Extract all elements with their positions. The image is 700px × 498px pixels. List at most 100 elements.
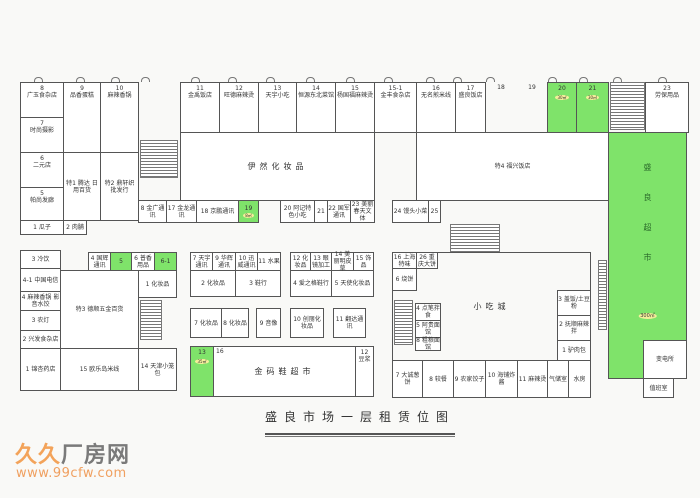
shop-unit[interactable]: 14 美丽明皮草 [331,251,354,272]
shop-unit[interactable]: 7 化妆品 [190,308,222,338]
shop-unit[interactable]: 2 抚顺麻辣拌 [557,315,591,341]
shop-unit[interactable]: 21 [314,200,328,223]
shop-unit[interactable]: 23 美丽春天文体 [350,200,375,223]
shop-unit[interactable]: 3 盖饭/土豆粉 [557,290,591,316]
unit-name: 劳保用品 [654,92,679,99]
shop-unit[interactable]: 16 上海特味 [392,252,417,269]
shop-unit[interactable]: 11 翻达通讯 [333,308,366,338]
shop-unit[interactable]: 7 大诚葱饼 [392,360,423,398]
shop-unit[interactable]: 10 迅威通讯 [235,252,258,271]
shop-unit[interactable]: 24 馒头小菜 [392,200,429,223]
shop-unit[interactable]: 2 肉脯 [63,220,87,235]
shop-unit[interactable]: 伊然化妆品 [180,132,375,201]
unit-number: 8 [429,375,433,383]
shop-unit[interactable]: 8 较餐 [422,360,454,398]
unit-number: 1 [25,366,30,373]
shop-unit[interactable]: 6-1 [154,252,177,271]
shop-unit[interactable]: 值班室 [643,378,674,398]
shop-unit[interactable]: 26 重庆大饼 [416,252,438,269]
shop-unit[interactable]: 12 化妆品 [290,252,311,271]
shop-unit[interactable]: 1 化妆品 [138,270,177,298]
shop-unit[interactable]: 14 天津小笼包 [138,348,177,391]
shop-unit[interactable]: 特1 腾达 日用百货 [63,152,101,221]
shop-unit[interactable]: 特3 德顺五金百货 [60,270,139,349]
shop-unit[interactable]: 13 眼镜加工 [310,252,332,271]
unit-label: 3 冷饮 [32,256,50,263]
shop-unit[interactable]: 9 农家饺子 [453,360,486,398]
shop-unit[interactable]: 8 粗粮面馆 [415,337,441,351]
shop-unit[interactable]: 18 京鹏通讯 [196,200,239,223]
unit-number: 4 [293,280,297,287]
shop-unit[interactable]: 15 欧乐岛米线 [60,348,139,391]
area-badge: 30㎡ [585,95,600,100]
shop-unit[interactable]: 1 瓜子 [20,220,64,235]
unit-label: 23 美丽春天文体 [351,201,374,222]
shop-unit[interactable]: 4 点笔拌食 [415,303,441,321]
shop-unit[interactable]: 8 金广通讯 [138,200,167,223]
shop-unit[interactable]: 4-1 中国电信 [20,268,61,292]
shop-unit[interactable]: 15 饰品 [353,252,374,271]
shop-unit[interactable]: 9 音像 [256,308,281,338]
shop-unit[interactable]: 11 麻辣烫 [517,360,548,398]
shop-unit[interactable]: 4 麻辣香锅 影音水饺 [20,291,61,311]
shop-unit[interactable]: 3 农灯 [20,310,61,331]
shop-unit[interactable]: 9 华辉通讯 [212,252,236,271]
shop-unit[interactable]: 22 国军通讯 [327,200,351,223]
shop-unit[interactable]: 19 8㎡ [238,200,259,223]
shop-unit[interactable]: 气储室 [547,360,569,398]
shop-unit[interactable]: 2 化妆品 [190,270,236,297]
shop-unit[interactable]: 17 金龙通讯 [166,200,197,223]
shop-unit[interactable]: 10 海铺炸酱 [485,360,518,398]
shop-unit[interactable]: 18 [485,82,517,133]
shop-unit[interactable]: 1 锦杏药店 [20,348,61,391]
shop-unit[interactable]: 变电所 [643,340,687,379]
shop-unit[interactable]: 10 创丽化妆品 [290,308,324,338]
shop-unit[interactable]: 4 国辉通讯 [88,252,111,271]
shop-unit[interactable]: 5 阿贵面馆 [415,320,441,338]
shop-unit[interactable]: 特2 鼎轩织 批发行 [100,152,139,221]
shop-unit[interactable]: 2 兴发食杂店 [20,330,61,349]
shop-unit[interactable]: 25 [428,200,441,223]
shop-unit[interactable]: 3 鞋行 [235,270,281,297]
shop-unit[interactable]: 特4 福兴饭店 [416,132,609,201]
shop-unit[interactable]: 6 烧饼 [392,268,417,291]
shop-unit[interactable]: 4 爱之格鞋行 [290,270,332,297]
shop-unit[interactable]: 6 普香用品 [131,252,155,271]
shop-unit[interactable]: 8 化妆品 [221,308,249,338]
shop-unit[interactable]: 7 天宇通讯 [190,252,213,271]
shop-unit[interactable]: 水房 [568,360,591,398]
shop-unit[interactable]: 5 [110,252,132,271]
unit-number: 特3 [75,306,86,313]
shop-unit[interactable]: 19 [516,82,548,133]
shop-unit[interactable]: 3 冷饮 [20,250,61,269]
shop-unit[interactable]: 11 水果 [257,252,281,271]
shop-unit[interactable]: 1 驴肉包 [557,340,591,361]
watermark-url: www.99cfw.com [16,466,127,481]
shop-unit[interactable]: 5 天使化妆品 [331,270,374,297]
unit-number: 1 [33,224,37,231]
shop-unit[interactable]: 20 阿记特色小吃 [280,200,315,223]
